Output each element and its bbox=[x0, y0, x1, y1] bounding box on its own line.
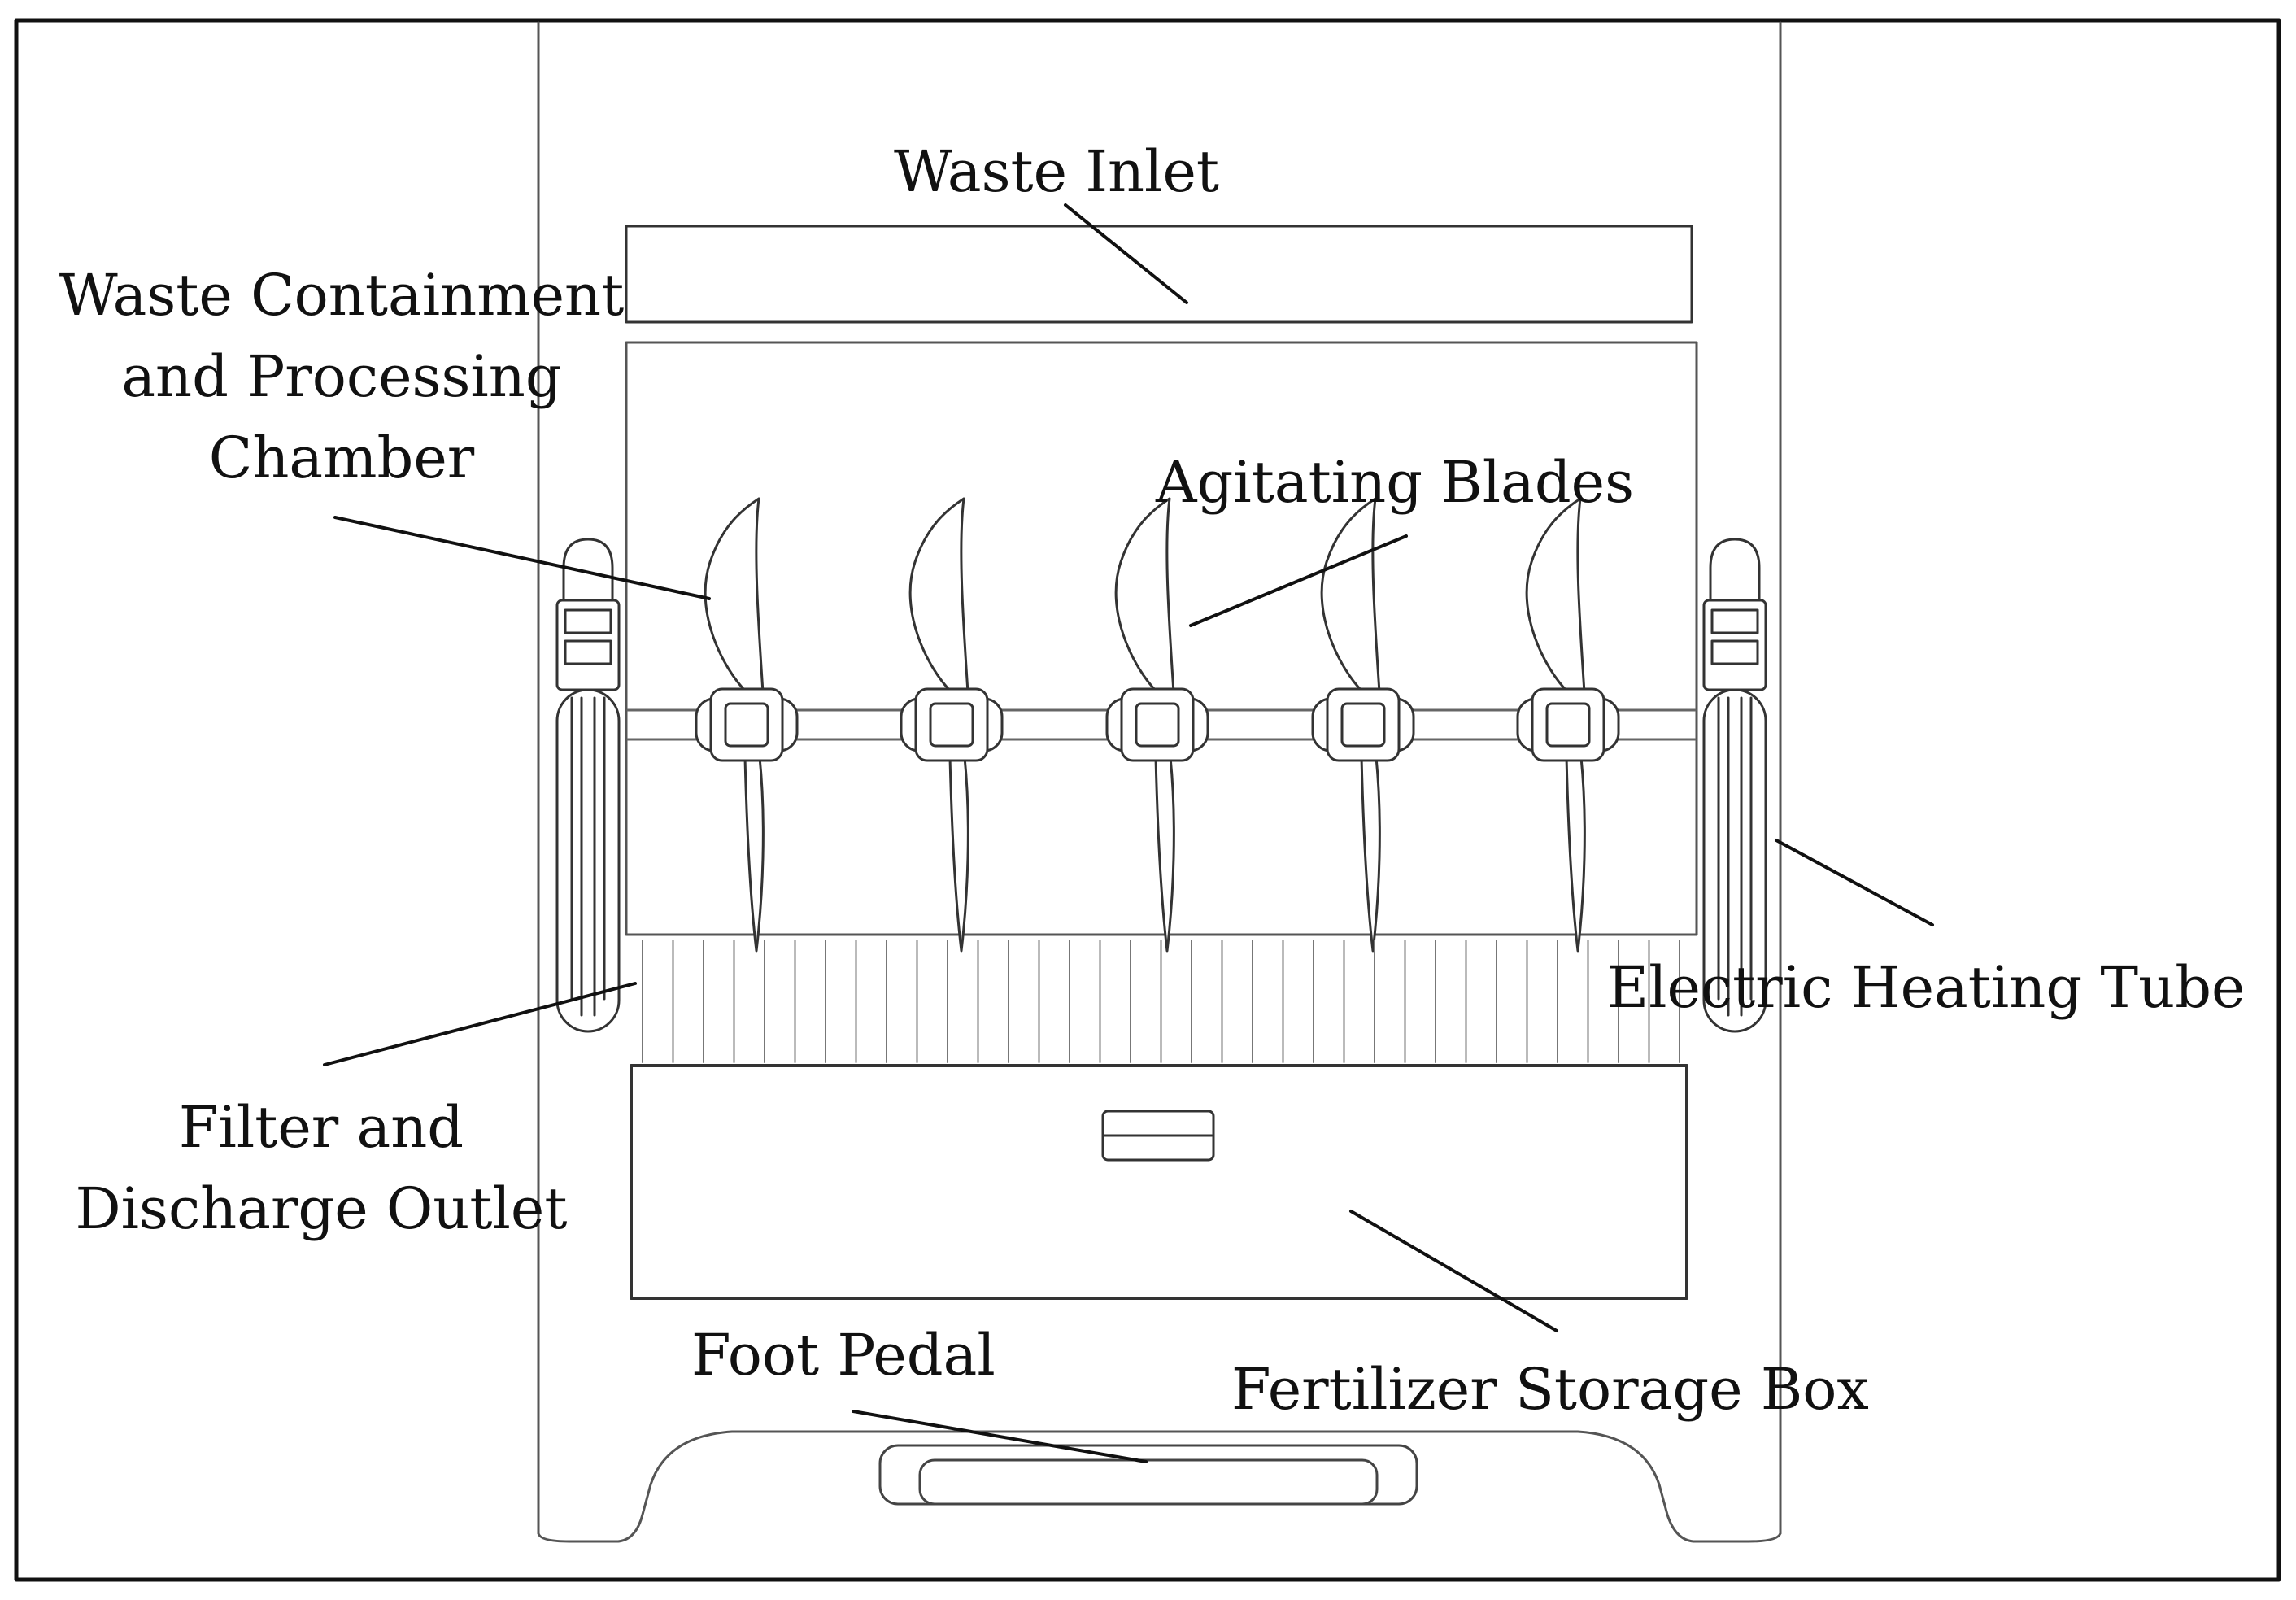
label-chamber-line-1: Waste Containment bbox=[59, 262, 625, 329]
label-filter-discharge: Filter and Discharge Outlet bbox=[49, 1087, 594, 1249]
leader-filter bbox=[323, 982, 637, 1066]
box-handle bbox=[1101, 1110, 1215, 1162]
agitating-blade-2 bbox=[900, 497, 1004, 953]
label-agitating-blades: Agitating Blades bbox=[1156, 449, 1634, 516]
agitating-blade-3 bbox=[1105, 497, 1209, 953]
leader-heating-tube bbox=[1775, 839, 1934, 926]
label-processing-chamber: Waste Containment and Processing Chamber bbox=[16, 255, 667, 499]
foot-pedal-inner bbox=[918, 1458, 1379, 1506]
filter-grille bbox=[642, 940, 1680, 1063]
leader-waste-inlet bbox=[1064, 203, 1188, 304]
agitating-blade-1 bbox=[695, 497, 799, 953]
label-electric-heating-tube: Electric Heating Tube bbox=[1607, 954, 2246, 1021]
fertilizer-storage-box bbox=[630, 1064, 1688, 1300]
agitating-blade-4 bbox=[1311, 497, 1415, 953]
processing-chamber bbox=[625, 341, 1698, 936]
label-waste-inlet: Waste Inlet bbox=[894, 138, 1220, 205]
cabinet-body bbox=[537, 21, 1782, 1543]
label-foot-pedal: Foot Pedal bbox=[691, 1322, 996, 1389]
waste-inlet-slot bbox=[625, 225, 1693, 324]
label-fertilizer-storage-box: Fertilizer Storage Box bbox=[1231, 1356, 1869, 1423]
leader-chamber bbox=[333, 516, 711, 600]
heating-tube-left bbox=[555, 538, 621, 1033]
outer-frame bbox=[14, 18, 2281, 1582]
label-filter-line-2: Discharge Outlet bbox=[75, 1175, 568, 1242]
foot-pedal-outer bbox=[878, 1444, 1418, 1506]
leader-foot-pedal bbox=[852, 1410, 1148, 1463]
label-filter-line-1: Filter and bbox=[178, 1094, 464, 1161]
label-chamber-line-2: and Processing bbox=[121, 343, 562, 410]
leader-lines bbox=[323, 203, 1934, 1463]
agitating-blade-5 bbox=[1516, 497, 1620, 953]
label-chamber-line-3: Chamber bbox=[208, 425, 475, 491]
leader-agitating-blades bbox=[1189, 534, 1408, 627]
leader-fertilizer-box bbox=[1349, 1210, 1558, 1332]
